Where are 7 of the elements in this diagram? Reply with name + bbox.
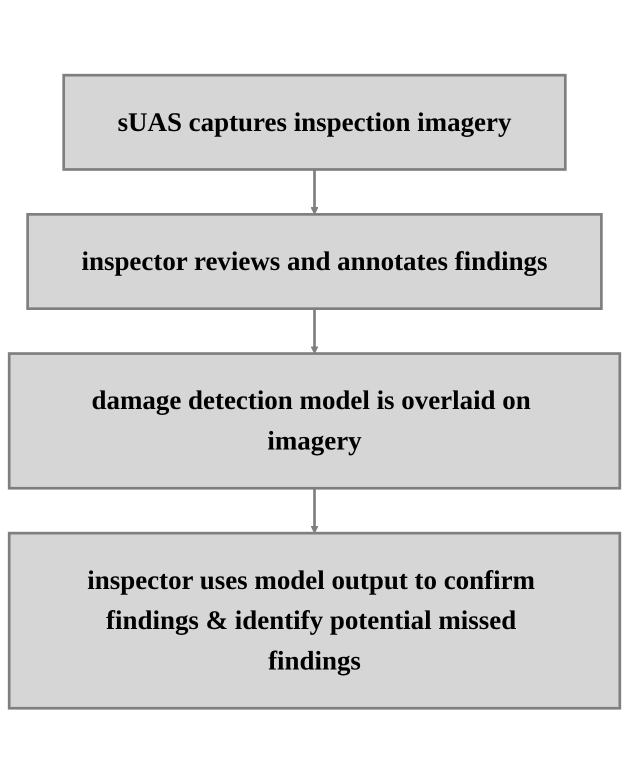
arrow — [310, 170, 318, 215]
arrow — [310, 488, 318, 534]
node-box: damage detection model is overlaid on imagery — [8, 352, 622, 490]
node-box: inspector reviews and annotates findings — [26, 213, 603, 310]
node-box: inspector uses model output to confirm findings & identify potential missed findings — [8, 532, 622, 710]
arrow — [310, 308, 318, 354]
node-box: sUAS captures inspection imagery — [62, 74, 567, 172]
